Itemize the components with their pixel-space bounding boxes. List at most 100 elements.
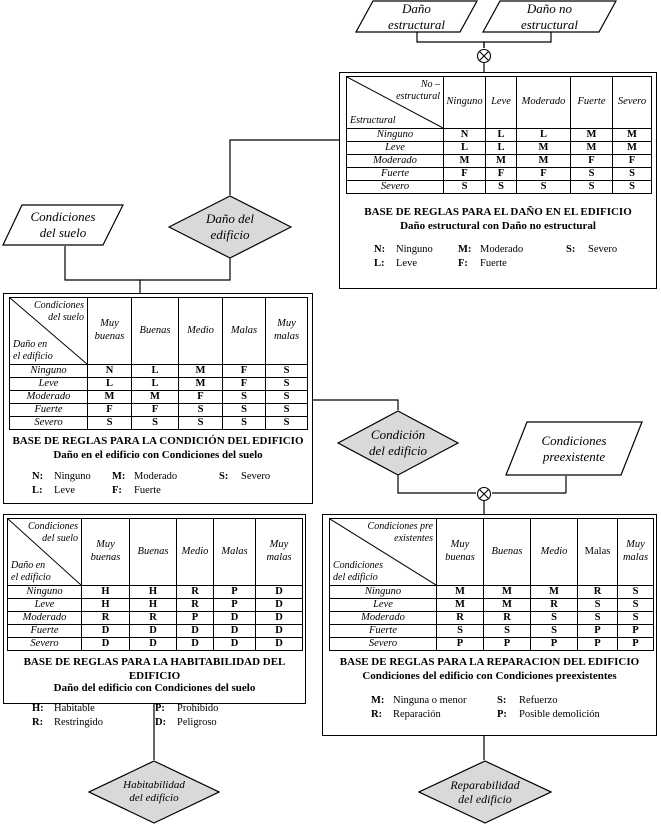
table-cell: S xyxy=(178,416,223,430)
table-cell: M xyxy=(516,141,571,155)
table-cell: M xyxy=(436,598,484,612)
input-dano-estructural: Daño estructural xyxy=(354,0,479,33)
rule-base-dano-edificio: No – estructural Estructural Ninguno Lev… xyxy=(339,72,657,289)
combine-icon xyxy=(476,486,492,502)
column-header: Buenas xyxy=(131,297,179,365)
rule-base-subtitle: Daño estructural con Daño no estructural xyxy=(400,220,596,232)
rule-base-subtitle: Daño en el edificio con Condiciones del … xyxy=(53,449,263,461)
legend-item: N:Ninguno xyxy=(32,471,91,482)
table-row: Ninguno N L M F S xyxy=(9,364,308,378)
table-row: Severo P P P P P xyxy=(329,637,654,651)
legend-item: P:Prohibido xyxy=(155,703,219,714)
table-cell: M xyxy=(443,154,486,168)
legend-item: S:Severo xyxy=(219,471,271,482)
table-cell: L xyxy=(131,364,179,378)
table-cell: P xyxy=(483,637,531,651)
column-header: Muy malas xyxy=(255,518,303,586)
legend-item: M:Moderado xyxy=(458,244,524,255)
legend-item: L:Leve xyxy=(32,485,75,496)
table-row: Ninguno M M M R S xyxy=(329,585,654,599)
table-row: Leve H H R P D xyxy=(7,598,303,612)
legend-item: S:Severo xyxy=(566,244,618,255)
table-cell: R xyxy=(436,611,484,625)
row-label: Ninguno xyxy=(7,585,82,599)
legend-item: H:Habitable xyxy=(32,703,95,714)
legend-item: L:Leve xyxy=(374,258,417,269)
corner-bottom-label: Estructural xyxy=(350,114,396,126)
row-label: Fuerte xyxy=(9,403,88,417)
table-cell: N xyxy=(87,364,132,378)
table-cell: P xyxy=(617,637,654,651)
node-reparabilidad: Reparabilidad del edificio xyxy=(417,760,553,824)
table-cell: R xyxy=(483,611,531,625)
table-cell: R xyxy=(176,598,214,612)
rule-base-title: BASE DE REGLAS PARA EL DAÑO EN EL EDIFIC… xyxy=(364,206,632,218)
table-cell: N xyxy=(443,128,486,142)
table-cell: D xyxy=(255,624,303,638)
table-cell: D xyxy=(176,624,214,638)
column-header: Moderado xyxy=(516,76,571,129)
table-row: Fuerte F F S S S xyxy=(9,403,308,417)
table-cell: P xyxy=(436,637,484,651)
table-cell: D xyxy=(213,611,256,625)
rule-table: No – estructural Estructural Ninguno Lev… xyxy=(346,76,652,194)
table-corner: Condiciones del suelo Daño en el edifici… xyxy=(7,518,82,586)
table-row: Ninguno H H R P D xyxy=(7,585,303,599)
input-label: Daño estructural xyxy=(387,0,446,32)
row-label: Moderado xyxy=(9,390,88,404)
rule-table: Condiciones pre existentes Condiciones d… xyxy=(329,518,654,651)
table-cell: F xyxy=(485,167,517,181)
table-cell: P xyxy=(577,624,618,638)
rule-table: Condiciones del suelo Daño en el edifici… xyxy=(9,297,308,430)
table-cell: M xyxy=(612,141,652,155)
column-header: Medio xyxy=(530,518,578,586)
table-cell: S xyxy=(443,180,486,194)
rule-base-reparacion: Condiciones pre existentes Condiciones d… xyxy=(322,514,657,736)
table-cell: H xyxy=(129,585,177,599)
table-cell: M xyxy=(530,585,578,599)
table-corner: No – estructural Estructural xyxy=(346,76,444,129)
table-row: Moderado M M M F F xyxy=(346,154,652,168)
table-cell: S xyxy=(617,585,654,599)
rule-table: Condiciones del suelo Daño en el edifici… xyxy=(7,518,303,651)
table-cell: P xyxy=(530,637,578,651)
table-cell: S xyxy=(617,598,654,612)
column-header: Muy malas xyxy=(617,518,654,586)
table-cell: H xyxy=(129,598,177,612)
table-cell: D xyxy=(255,611,303,625)
table-row: Fuerte F F F S S xyxy=(346,167,652,181)
table-cell: P xyxy=(213,585,256,599)
rule-base-habitabilidad: Condiciones del suelo Daño en el edifici… xyxy=(3,514,306,728)
table-row: Fuerte S S S P P xyxy=(329,624,654,638)
table-cell: D xyxy=(255,598,303,612)
table-row: Fuerte D D D D D xyxy=(7,624,303,638)
node-dano-edificio: Daño del edificio xyxy=(167,195,293,259)
row-label: Severo xyxy=(7,637,82,651)
node-condicion-edificio: Condición del edificio xyxy=(336,410,460,476)
column-header: Fuerte xyxy=(570,76,613,129)
row-label: Fuerte xyxy=(329,624,437,638)
column-header: Leve xyxy=(485,76,517,129)
table-cell: M xyxy=(178,377,223,391)
column-header: Buenas xyxy=(129,518,177,586)
table-cell: M xyxy=(483,585,531,599)
node-label: Reparabilidad del edificio xyxy=(450,777,520,806)
input-condiciones-suelo: Condiciones del suelo xyxy=(2,204,124,246)
table-cell: D xyxy=(255,637,303,651)
table-cell: F xyxy=(222,364,266,378)
column-header: Muy malas xyxy=(265,297,308,365)
table-cell: S xyxy=(570,167,613,181)
table-cell: L xyxy=(443,141,486,155)
table-cell: L xyxy=(131,377,179,391)
legend-item: N:Ninguno xyxy=(374,244,433,255)
input-label: Daño no estructural xyxy=(520,0,579,32)
table-row: Severo D D D D D xyxy=(7,637,303,651)
rule-base-subtitle: Condiciones del edificio con Condiciones… xyxy=(362,670,617,682)
table-cell: H xyxy=(81,585,130,599)
table-cell: S xyxy=(222,416,266,430)
table-cell: M xyxy=(612,128,652,142)
table-row: Moderado R R P D D xyxy=(7,611,303,625)
legend-item: S:Refuerzo xyxy=(497,695,558,706)
legend-item: M:Moderado xyxy=(112,471,178,482)
input-condiciones-preexistente: Condiciones preexistente xyxy=(505,421,643,476)
